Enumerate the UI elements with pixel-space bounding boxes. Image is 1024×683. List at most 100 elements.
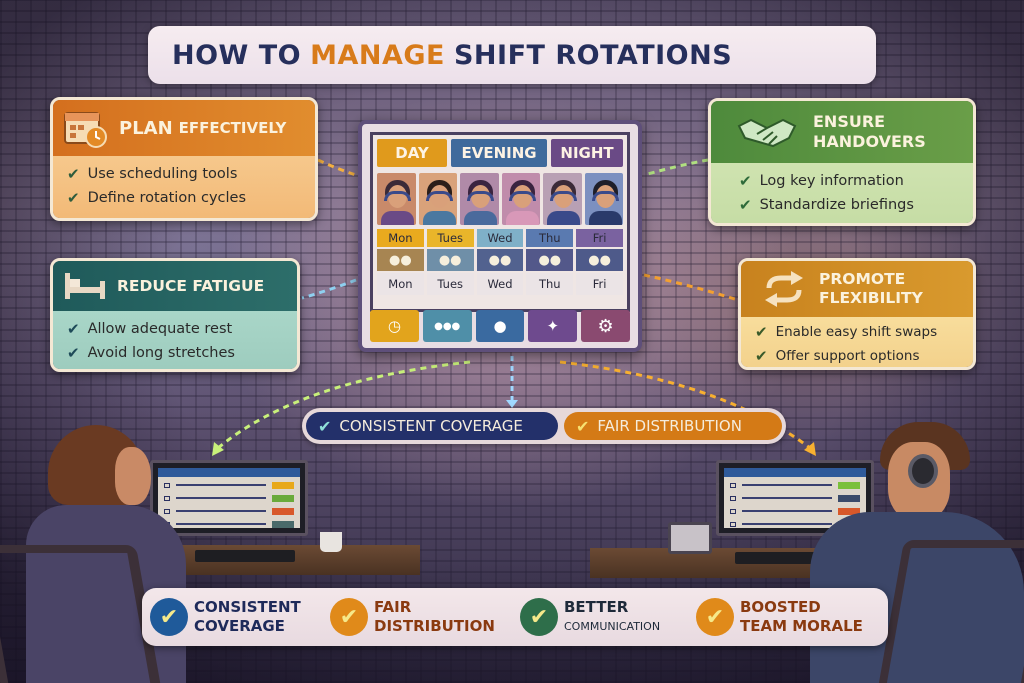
card-header: ENSURE HANDOVERS xyxy=(711,101,973,163)
day-header[interactable]: Tues xyxy=(426,229,474,247)
handshake-icon xyxy=(737,112,797,152)
check-icon: ✔ xyxy=(739,172,752,190)
row-icon xyxy=(730,521,736,527)
day-header-label: Wed xyxy=(487,231,513,245)
day-header-label: Tues xyxy=(437,231,464,245)
left-monitor xyxy=(150,460,308,536)
check-icon: ✔ xyxy=(67,165,80,183)
card-body: ✔Allow adequate rest ✔Avoid long stretch… xyxy=(53,311,297,369)
settings-button[interactable]: ⚙ xyxy=(581,310,630,342)
arrowhead-right xyxy=(804,442,816,456)
list-item: ✔ Offer support options xyxy=(755,344,959,367)
group-share-button[interactable]: ✦ xyxy=(528,310,578,342)
coffee-cup xyxy=(320,532,342,552)
team-button[interactable]: ●●● xyxy=(422,310,472,342)
check-icon: ✔ xyxy=(576,416,590,436)
clock-button[interactable]: ◷ xyxy=(370,310,419,342)
staff-avatars xyxy=(373,167,627,225)
check-icon: ✔ xyxy=(67,320,80,338)
day-header[interactable]: Thu xyxy=(526,229,574,247)
screen-row xyxy=(724,506,866,516)
card-body: ✔Use scheduling tools ✔ Define rotation c… xyxy=(53,156,315,218)
row-line xyxy=(742,523,832,525)
benefit-line2: DISTRIBUTION xyxy=(374,617,495,635)
row-line xyxy=(742,484,832,486)
card-header: REDUCE FATIGUE xyxy=(53,261,297,311)
row-icon xyxy=(730,508,736,514)
card-body: ✔Log key information ✔Standardize briefi… xyxy=(711,163,973,223)
row-line xyxy=(742,510,832,512)
item-text: Offer support options xyxy=(775,348,920,364)
tab-night[interactable]: NIGHT xyxy=(551,139,623,167)
tab-day[interactable]: DAY xyxy=(377,139,448,167)
schedule-toolbar: ◷ ●●● ● ✦ ⚙ xyxy=(370,310,630,342)
benefit-line1: BOOSTED xyxy=(740,598,821,616)
arrow-plan-to-panel xyxy=(317,158,357,177)
card-header: PLAN EFFECTIVELY xyxy=(53,100,315,156)
chip-label: CONSISTENT COVERAGE xyxy=(339,417,523,435)
status-pill xyxy=(272,494,294,502)
card-title-line2: FLEXIBILITY xyxy=(819,289,923,307)
people-pair-icon[interactable]: ●● xyxy=(476,249,524,271)
day-label: Mon xyxy=(377,273,424,295)
arrowhead-left xyxy=(212,442,224,456)
card-title: PROMOTE FLEXIBILITY xyxy=(819,270,923,308)
row-icon xyxy=(164,495,170,501)
bed-icon xyxy=(63,271,107,301)
screen-row xyxy=(724,480,866,490)
screen-row xyxy=(158,480,300,490)
benefit-line2: TEAM MORALE xyxy=(740,617,863,635)
people-pair-icon[interactable]: ●● xyxy=(377,249,424,271)
avatar xyxy=(377,173,416,225)
people-pair-icon[interactable]: ●● xyxy=(426,249,474,271)
avatar xyxy=(460,173,499,225)
arrow-panel-to-fatigue xyxy=(301,278,357,300)
right-monitor xyxy=(716,460,874,536)
row-line xyxy=(176,484,266,486)
avatar xyxy=(584,173,623,225)
check-icon: ✔ xyxy=(67,189,80,207)
list-item: ✔Allow adequate rest xyxy=(67,317,283,341)
day-header[interactable]: Fri xyxy=(576,229,623,247)
chip-fair-distribution: ✔ FAIR DISTRIBUTION xyxy=(564,412,782,440)
tab-label: EVENING xyxy=(461,144,537,162)
arrow-panel-to-flex xyxy=(643,273,739,302)
item-text: Define rotation cycles xyxy=(87,190,247,206)
benefit-line2: COMMUNICATION xyxy=(564,620,661,633)
chip-label: FAIR DISTRIBUTION xyxy=(597,417,742,435)
card-title: REDUCE FATIGUE xyxy=(117,277,265,295)
row-icon xyxy=(730,495,736,501)
card-title-rest: EFFECTIVELY xyxy=(178,119,287,137)
tab-label: DAY xyxy=(395,144,429,162)
card-reduce-fatigue: REDUCE FATIGUE ✔Allow adequate rest ✔Avo… xyxy=(50,258,300,372)
avatar xyxy=(501,173,540,225)
row-icon xyxy=(164,482,170,488)
avatar xyxy=(543,173,582,225)
status-pill xyxy=(272,520,294,528)
people-pair-icon[interactable]: ●● xyxy=(526,249,574,271)
row-icon xyxy=(730,482,736,488)
check-icon: ✔ xyxy=(755,347,768,365)
list-item: ✔Enable easy shift swaps xyxy=(755,320,959,344)
weekday-grid: Mon Tues Wed Thu Fri ●● ●● ●● ●● ●● Mon … xyxy=(373,225,627,295)
user-button[interactable]: ● xyxy=(475,310,525,342)
tab-evening[interactable]: EVENING xyxy=(451,139,548,167)
day-header[interactable]: Wed xyxy=(476,229,524,247)
clock-icon: ◷ xyxy=(387,317,401,335)
day-header[interactable]: Mon xyxy=(377,229,424,247)
check-icon: ✔ xyxy=(67,344,80,362)
card-title-line1: PROMOTE xyxy=(819,270,906,288)
people-pair-icon[interactable]: ●● xyxy=(576,249,623,271)
list-item: ✔Use scheduling tools xyxy=(67,162,301,186)
card-header: PROMOTE FLEXIBILITY xyxy=(741,261,973,317)
screen-row xyxy=(158,493,300,503)
day-label: Thu xyxy=(526,273,574,295)
item-text: Enable easy shift swaps xyxy=(775,324,938,340)
status-pill xyxy=(838,494,860,502)
card-body: ✔Enable easy shift swaps ✔ Offer support … xyxy=(741,317,973,367)
